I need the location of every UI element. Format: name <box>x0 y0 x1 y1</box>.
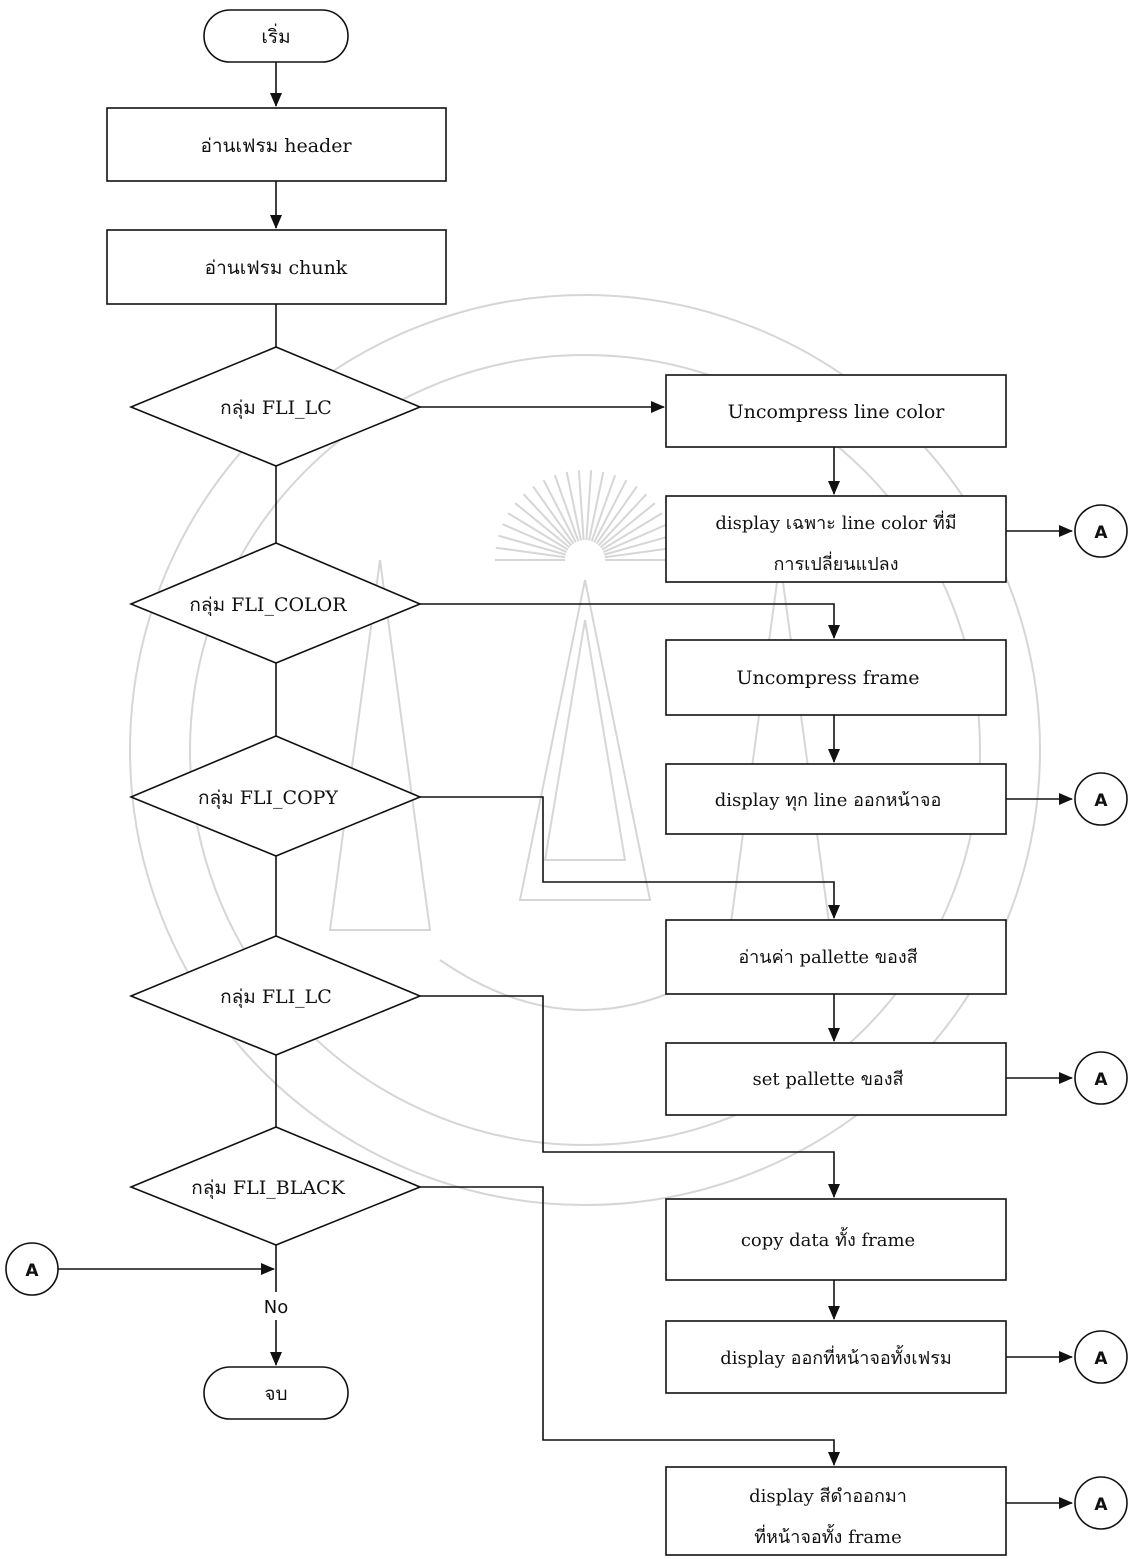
edge-copy-to-read-palette <box>420 796 840 919</box>
process-label: display ออกที่หน้าจอทั้งเฟรม <box>720 1345 952 1369</box>
watermark-ray <box>585 470 593 541</box>
decision-label: กลุ่ม FLI_COLOR <box>189 594 347 617</box>
decision-fli-lc: กลุ่ม FLI_LC <box>128 346 423 467</box>
process-label-line-2: ที่หน้าจอทั้ง frame <box>754 1524 902 1548</box>
process-label: Uncompress line color <box>728 401 946 423</box>
watermark-ray <box>597 493 648 547</box>
end-terminal: จบ <box>203 1366 349 1420</box>
watermark-ray <box>593 479 628 543</box>
process-label: copy data ทั้ง frame <box>741 1227 915 1251</box>
watermark-ray <box>602 523 668 553</box>
start-terminal: เริ่ม <box>203 9 349 63</box>
connector-a-out-3: A <box>1074 1051 1128 1105</box>
watermark-ray <box>565 471 582 541</box>
watermark-ray <box>507 512 569 551</box>
process-label: display ทุก line ออกหน้าจอ <box>715 790 942 811</box>
connector-label: A <box>1094 1495 1108 1515</box>
start-label: เริ่ม <box>261 23 290 48</box>
decision-label: กลุ่ม FLI_BLACK <box>191 1177 345 1200</box>
process-label: Uncompress frame <box>736 667 919 689</box>
process-uncompress-frame: Uncompress frame <box>665 639 1007 716</box>
decision-fli-black: กลุ่ม FLI_BLACK <box>128 1126 423 1246</box>
watermark-ray <box>604 546 675 559</box>
process-display-black: display สีดำออกมา ที่หน้าจอทั้ง frame <box>665 1466 1007 1556</box>
process-label-line-1: display สีดำออกมา <box>749 1486 907 1507</box>
flow-edges <box>58 62 1073 1509</box>
watermark-ray <box>595 485 638 545</box>
decision-fli-color: กลุ่ม FLI_COLOR <box>128 542 423 664</box>
connector-a-out-2: A <box>1074 772 1128 826</box>
connector-label: A <box>1094 1349 1108 1369</box>
connector-label: A <box>1094 1070 1108 1090</box>
connector-a-in: A <box>5 1242 59 1296</box>
watermark-ray <box>601 512 663 551</box>
watermark-ray <box>577 470 585 541</box>
process-read-palette: อ่านค่า pallette ของสี <box>665 919 1007 995</box>
connector-a-out-4: A <box>1074 1330 1128 1384</box>
connector-label: A <box>25 1261 39 1281</box>
watermark-ray <box>542 479 577 543</box>
process-display-full-frame: display ออกที่หน้าจอทั้งเฟรม <box>665 1320 1007 1394</box>
process-read-chunk: อ่านเฟรม chunk <box>106 229 447 305</box>
decision-fli-copy: กลุ่ม FLI_COPY <box>128 735 423 857</box>
process-label-line-1: display เฉพาะ line color ที่มี <box>715 510 956 534</box>
watermark-ray <box>514 502 571 549</box>
no-label-bg <box>256 1292 296 1320</box>
watermark-ray <box>590 474 617 542</box>
connector-a-out-1: A <box>1074 504 1128 558</box>
connector-label: A <box>1094 791 1108 811</box>
connector-label: A <box>1094 523 1108 543</box>
decision-fli-lc-2: กลุ่ม FLI_LC <box>128 935 423 1056</box>
watermark-ray <box>498 534 567 556</box>
watermark-ray <box>603 534 672 556</box>
edge-color-to-uncompress-frame <box>420 603 840 639</box>
watermark-ray <box>502 523 568 553</box>
decision-label: กลุ่ม FLI_LC <box>220 397 332 420</box>
watermark-ray <box>532 485 575 545</box>
read-header-label: อ่านเฟรม header <box>200 135 352 157</box>
watermark-ray <box>588 471 605 541</box>
watermark-ray <box>599 502 656 549</box>
read-chunk-label: อ่านเฟรม chunk <box>205 257 348 279</box>
edge-black-to-display-black <box>420 1186 840 1466</box>
process-read-header: อ่านเฟรม header <box>106 107 447 182</box>
process-display-line-color: display เฉพาะ line color ที่มี การเปลี่ย… <box>665 495 1007 583</box>
process-uncompress-line-color: Uncompress line color <box>665 374 1007 448</box>
no-label: No <box>264 1297 288 1318</box>
watermark-ray <box>495 546 566 559</box>
process-label: set pallette ของสี <box>753 1069 904 1090</box>
watermark-ray <box>553 474 580 542</box>
watermark-ray <box>522 493 573 547</box>
decision-label: กลุ่ม FLI_LC <box>220 986 332 1009</box>
process-copy-data: copy data ทั้ง frame <box>665 1198 1007 1281</box>
decision-label: กลุ่ม FLI_COPY <box>198 787 338 810</box>
process-set-palette: set pallette ของสี <box>665 1042 1007 1116</box>
process-display-all-lines: display ทุก line ออกหน้าจอ <box>665 763 1007 835</box>
connector-a-out-5: A <box>1074 1476 1128 1530</box>
process-label: อ่านค่า pallette ของสี <box>738 947 917 968</box>
end-label: จบ <box>264 1383 287 1405</box>
edge-lc2-to-copy-data <box>420 995 840 1198</box>
process-label-line-2: การเปลี่ยนแปลง <box>774 551 899 575</box>
